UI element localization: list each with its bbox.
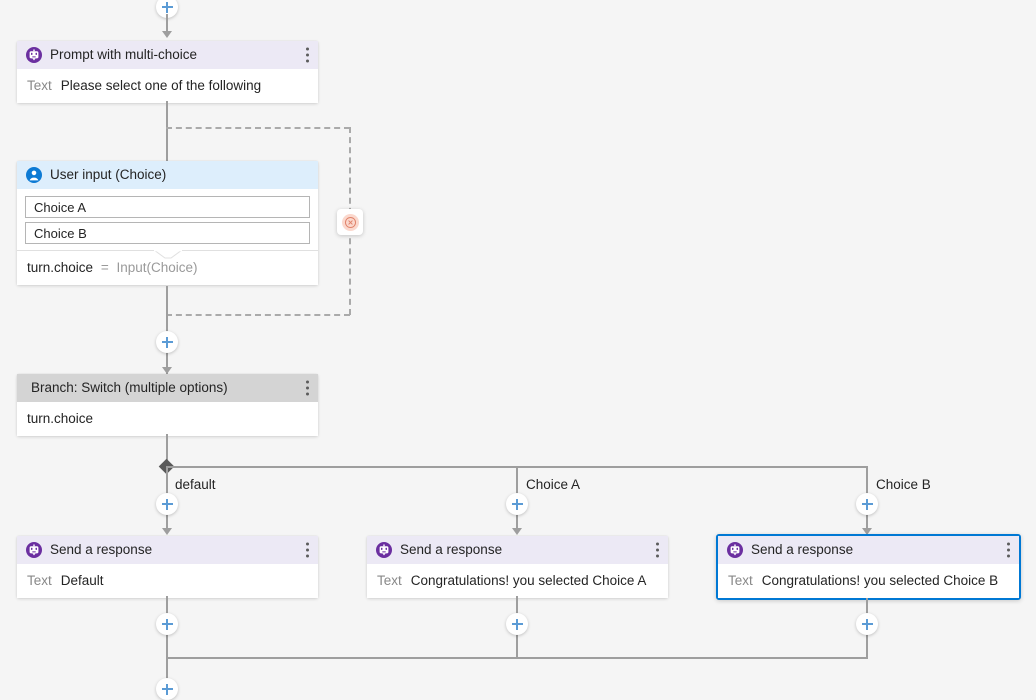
choice-field-b[interactable]: Choice B [25, 222, 310, 244]
loop-condition-badge[interactable] [337, 209, 363, 235]
field-label: Text [377, 573, 402, 588]
node-title: Branch: Switch (multiple options) [31, 380, 228, 396]
field-value: Please select one of the following [60, 78, 262, 93]
node-body[interactable]: Text Congratulations! you selected Choic… [367, 564, 668, 598]
field-label: Text [27, 573, 52, 588]
node-header[interactable]: User input (Choice) [17, 161, 318, 189]
more-options-icon[interactable] [656, 542, 659, 558]
branch-label-choice-b: Choice B [876, 477, 931, 492]
choice-field-a[interactable]: Choice A [25, 196, 310, 218]
connector-prompt-to-userinput [166, 101, 168, 161]
node-header[interactable]: Prompt with multi-choice [17, 41, 318, 69]
add-node-button-choice-a[interactable] [506, 493, 528, 515]
connector-userinput-to-branch [166, 286, 168, 374]
connector-top [166, 14, 168, 34]
field-value: Default [60, 573, 104, 588]
bot-icon [376, 542, 392, 558]
connector-branch-stem [166, 434, 168, 468]
node-send-response-choice-b[interactable]: Send a response Text Congratulations! yo… [716, 534, 1021, 600]
node-body[interactable]: Text Please select one of the following [17, 69, 318, 103]
bot-icon [26, 47, 42, 63]
node-header[interactable]: Branch: Switch (multiple options) [17, 374, 318, 402]
bot-icon [727, 542, 743, 558]
add-node-button-default[interactable] [156, 493, 178, 515]
more-options-icon[interactable] [306, 542, 309, 558]
branch-label-default: default [175, 477, 216, 492]
arrowhead-default [162, 528, 172, 535]
node-send-response-choice-a[interactable]: Send a response Text Congratulations! yo… [367, 536, 668, 598]
node-branch-switch[interactable]: Branch: Switch (multiple options) turn.c… [17, 374, 318, 436]
loop-dashed-top [166, 127, 350, 129]
add-node-button-before-branch[interactable] [156, 331, 178, 353]
node-body[interactable]: turn.choice [17, 402, 318, 436]
arrowhead-branch [162, 367, 172, 374]
output-equals: = [100, 260, 109, 275]
choice-label: Choice A [34, 199, 87, 215]
node-title: Send a response [400, 542, 503, 558]
arrowhead-choice-a [512, 528, 522, 535]
node-body[interactable]: Text Congratulations! you selected Choic… [718, 564, 1019, 598]
node-header[interactable]: Send a response [718, 536, 1019, 564]
more-options-icon[interactable] [306, 47, 309, 63]
add-node-button-bottom[interactable] [156, 678, 178, 700]
arrowhead-choice-b [862, 528, 872, 535]
add-node-button-merge-default[interactable] [156, 613, 178, 635]
output-variable-row[interactable]: turn.choice = Input(Choice) [17, 250, 318, 285]
node-user-input-choice[interactable]: User input (Choice) Choice A Choice B tu… [17, 161, 318, 285]
node-send-response-default[interactable]: Send a response Text Default [17, 536, 318, 598]
add-node-button-merge-choice-b[interactable] [856, 613, 878, 635]
merge-rail [166, 657, 868, 659]
node-body[interactable]: Text Default [17, 564, 318, 598]
node-header[interactable]: Send a response [17, 536, 318, 564]
output-variable-name: turn.choice [27, 260, 94, 275]
cancel-circle-icon [341, 213, 359, 231]
condition-expression: turn.choice [27, 411, 94, 426]
node-title: Send a response [50, 542, 153, 558]
add-node-button-top[interactable] [156, 0, 178, 18]
field-label: Text [728, 573, 753, 588]
branch-label-choice-a: Choice A [526, 477, 581, 492]
field-value: Congratulations! you selected Choice B [761, 573, 999, 588]
loop-dashed-bottom [166, 314, 350, 316]
choice-list: Choice A Choice B [17, 189, 318, 250]
person-icon [26, 167, 42, 183]
choice-label: Choice B [34, 225, 87, 241]
output-source: Input(Choice) [116, 260, 198, 275]
field-label: Text [27, 78, 52, 93]
node-header[interactable]: Send a response [367, 536, 668, 564]
arrowhead-top [162, 31, 172, 38]
notch-decoration [153, 250, 182, 259]
add-node-button-choice-b[interactable] [856, 493, 878, 515]
more-options-icon[interactable] [306, 380, 309, 396]
bot-icon [26, 542, 42, 558]
add-node-button-merge-choice-a[interactable] [506, 613, 528, 635]
node-prompt-with-multi-choice[interactable]: Prompt with multi-choice Text Please sel… [17, 41, 318, 103]
field-value: Congratulations! you selected Choice A [410, 573, 647, 588]
node-title: Send a response [751, 542, 854, 558]
node-title: Prompt with multi-choice [50, 47, 198, 63]
node-title: User input (Choice) [50, 167, 167, 183]
more-options-icon[interactable] [1007, 542, 1010, 558]
